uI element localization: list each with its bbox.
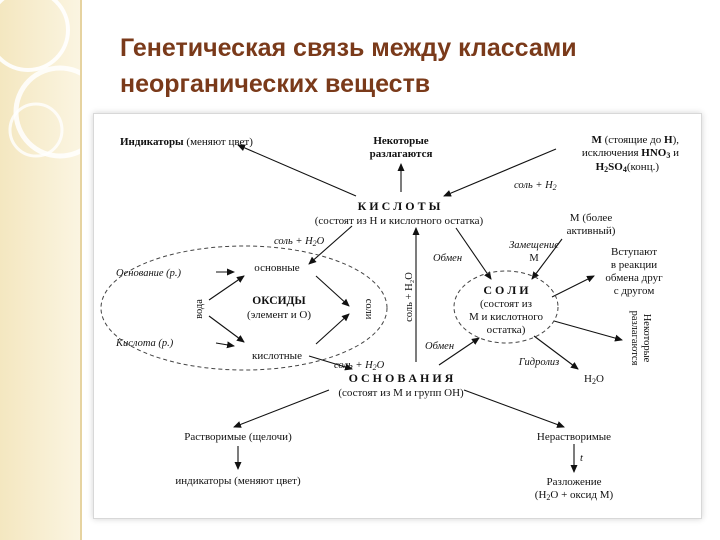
- label-hydrolysis: Гидролиз: [518, 357, 560, 368]
- label-salt-h2: соль + Н2: [514, 180, 557, 192]
- label-salt-water-upper: соль + Н2О: [274, 236, 325, 248]
- arrow-salts-exchange: [551, 275, 595, 298]
- label-salt-water-lower: соль + Н2О: [334, 360, 385, 372]
- label-substitution-m: М: [529, 253, 539, 264]
- salts-group-ellipse: [453, 270, 559, 344]
- oxides-title: ОКСИДЫ: [252, 295, 306, 307]
- decomposition-line-1: Разложение: [546, 476, 601, 488]
- insoluble-label: Нерастворимые: [537, 431, 611, 443]
- slide-title-line-1: Генетическая связь между классами: [120, 34, 577, 62]
- oxides-base-r: Основание (р.): [116, 268, 182, 279]
- salts-line-3: остатка): [487, 324, 526, 336]
- slide-title: Генетическая связь между классами неорга…: [120, 30, 700, 103]
- arrow-oxides-water-link: [208, 275, 245, 301]
- indicators-bottom-label: индикаторы (меняют цвет): [175, 475, 301, 487]
- arrow-metal-active-to-salts: [531, 238, 563, 280]
- oxides-group-ellipse: [100, 245, 388, 371]
- acids-title: К И С Л О Т Ы: [358, 199, 441, 213]
- soluble-label: Растворимые (щелочи): [184, 431, 292, 443]
- arrow-salts-to-water: [533, 335, 579, 370]
- label-exchange-upper: Обмен: [433, 253, 462, 264]
- indicators-top-label: Индикаторы (меняют цвет): [120, 136, 253, 148]
- react-exchange-line-3: обмена друг: [605, 272, 663, 284]
- arrow-salts-decompose: [553, 320, 623, 342]
- t-mark: t: [580, 453, 584, 464]
- label-exchange-lower: Обмен: [425, 341, 454, 352]
- decorative-side-panel: [0, 0, 82, 540]
- diagram-canvas: Индикаторы (меняют цвет) Некоторые разла…: [100, 134, 679, 502]
- arrow-acids-to-salts: [455, 227, 492, 280]
- decompose-top-line-1: Некоторые: [373, 135, 428, 147]
- decomposition-line-2: (Н2О + оксид М): [535, 489, 614, 502]
- arrow-acids-to-basic-oxides: [308, 225, 353, 265]
- metal-active-line-1: М (более: [570, 212, 613, 224]
- label-salt-water-vertical: соль + Н₂О: [404, 272, 415, 322]
- salts-line-1: (состоят из: [480, 298, 532, 310]
- arrow-bases-to-salts: [438, 337, 480, 366]
- oxides-basic: основные: [254, 262, 300, 274]
- water-product: Н2О: [584, 373, 604, 386]
- oxides-subtitle: (элемент и О): [247, 309, 311, 321]
- bases-title: О С Н О В А Н И Я: [349, 371, 454, 385]
- react-exchange-line-2: в реакции: [611, 259, 657, 271]
- arrow-water-to-acidic: [208, 315, 245, 343]
- some-decompose-vertical-1: Некоторые: [641, 314, 652, 363]
- oxides-water-label: вода: [194, 299, 205, 319]
- arrow-bases-to-insoluble: [463, 389, 565, 428]
- arrow-acidic-to-salts-right: [315, 313, 350, 345]
- arrow-bases-to-soluble: [233, 389, 330, 428]
- metals-note-line-3: H2SO4(конц.): [596, 161, 660, 174]
- arrow-acid-r-to-acidic: [215, 341, 235, 349]
- oxides-acid-r: Кислота (р.): [115, 338, 174, 349]
- oxides-salts-label: соли: [363, 299, 374, 320]
- some-decompose-vertical-2: разлагаются: [629, 311, 640, 366]
- arrow-acids-to-indicators: [237, 144, 357, 197]
- bases-subtitle: (состоят из М и групп ОН): [338, 387, 464, 399]
- salts-line-2: М и кислотного: [469, 311, 544, 323]
- arrow-basic-to-salts-right: [315, 275, 350, 307]
- oxides-acidic: кислотные: [252, 350, 302, 362]
- metals-note-line-2: исключения HNO3 и: [582, 147, 679, 160]
- decompose-top-line-2: разлагаются: [370, 148, 433, 160]
- label-substitution: Замещение: [509, 240, 559, 251]
- react-exchange-line-1: Вступают: [611, 246, 657, 258]
- metals-note-line-1: М (стоящие до Н),: [591, 134, 679, 146]
- slide-title-line-2: неорганических веществ: [120, 70, 431, 99]
- arrow-metals-to-acids: [443, 148, 557, 197]
- genetic-link-diagram: Индикаторы (меняют цвет) Некоторые разла…: [93, 113, 702, 519]
- react-exchange-line-4: с другом: [614, 285, 655, 297]
- arrow-acidic-oxides-to-bases: [308, 355, 353, 371]
- metal-active-line-2: активный): [567, 225, 616, 237]
- salts-title: С О Л И: [483, 283, 529, 297]
- acids-subtitle: (состоят из Н и кислотного остатка): [315, 215, 484, 227]
